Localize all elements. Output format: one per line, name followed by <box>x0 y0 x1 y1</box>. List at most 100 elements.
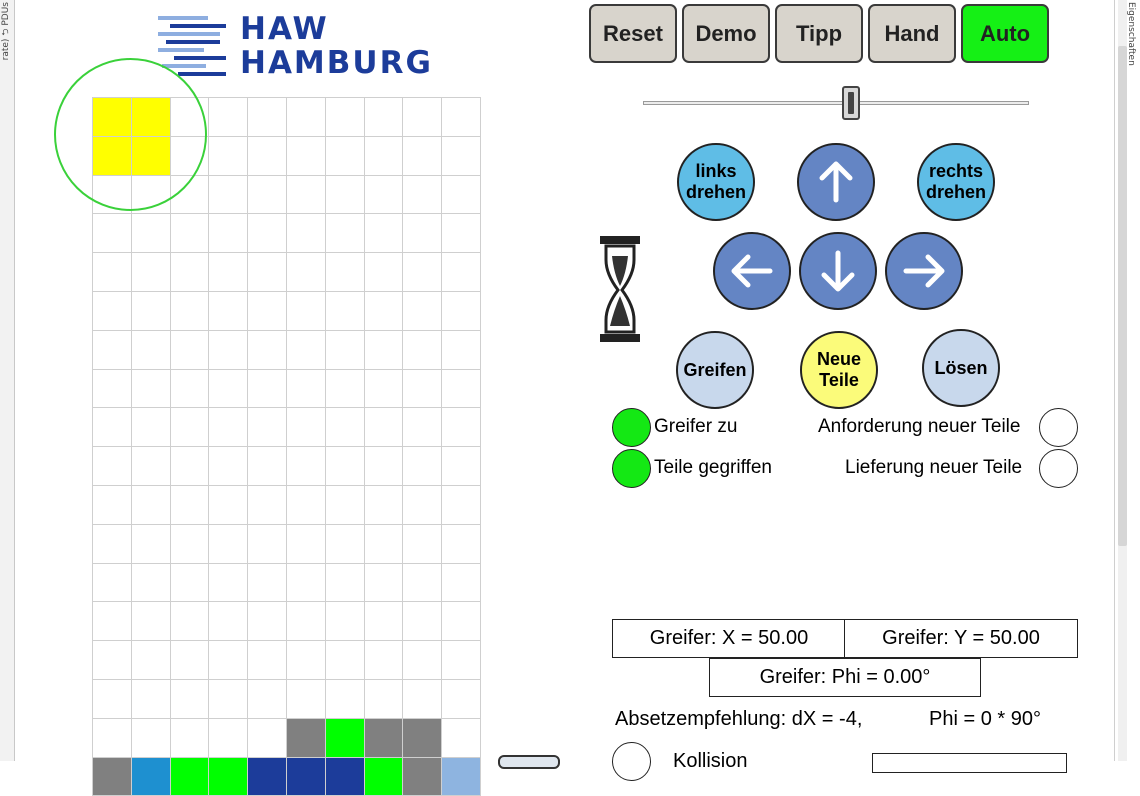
grid-cell <box>441 562 481 603</box>
grid-cell <box>363 407 404 448</box>
gripper-closed-indicator <box>612 408 651 447</box>
grid-cell <box>363 174 404 215</box>
grid-cell <box>363 97 404 137</box>
grid-cell <box>92 291 132 331</box>
grid-cell <box>441 135 481 176</box>
slider-thumb-grip <box>848 92 855 114</box>
grid-cell <box>363 640 404 680</box>
grid-cell <box>169 446 210 486</box>
tipp-button[interactable]: Tipp <box>775 4 863 63</box>
gripper-focus-ring <box>54 58 207 211</box>
grid-cell <box>402 679 443 719</box>
grid-cell <box>247 97 287 137</box>
grid-cell <box>92 756 132 796</box>
grid-cell <box>441 717 481 758</box>
grid-cell <box>363 329 404 370</box>
grid-cell <box>247 174 287 215</box>
hand-button[interactable]: Hand <box>868 4 956 63</box>
new-parts-button[interactable]: Neue Teile <box>800 331 878 409</box>
grid-cell <box>208 679 249 719</box>
grid-cell <box>247 135 287 176</box>
move-down-button[interactable] <box>799 232 877 310</box>
gripper-closed-label: Greifer zu <box>654 416 738 437</box>
grid-cell <box>247 523 287 564</box>
grid-cell <box>324 562 365 603</box>
grid-cell <box>324 717 365 758</box>
gripper-phi-readout: Greifer: Phi = 0.00° <box>709 658 981 697</box>
grid-cell <box>441 252 481 292</box>
grid-cell <box>169 562 210 603</box>
grid-cell <box>208 756 249 796</box>
grid-cell <box>169 523 210 564</box>
grid-cell <box>441 213 481 254</box>
move-up-button[interactable] <box>797 143 875 221</box>
grid-cell <box>208 523 249 564</box>
grid-cell <box>130 523 171 564</box>
move-right-button[interactable] <box>885 232 963 310</box>
move-left-button[interactable] <box>713 232 791 310</box>
release-button[interactable]: Lösen <box>922 329 1000 407</box>
grid-cell <box>441 679 481 719</box>
scrollbar-thumb[interactable] <box>1118 46 1127 546</box>
grid-cell <box>169 640 210 680</box>
grid-cell <box>363 368 404 409</box>
logo-wordmark: HAW HAMBURG <box>240 12 433 80</box>
rotate-right-button[interactable]: rechts drehen <box>917 143 995 221</box>
logo-stripe <box>170 24 226 28</box>
auto-button[interactable]: Auto <box>961 4 1049 63</box>
grid-cell <box>208 291 249 331</box>
grid-cell <box>363 291 404 331</box>
grid-cell <box>363 601 404 642</box>
grid-cell <box>130 756 171 796</box>
grid-cell <box>208 213 249 254</box>
grid-cell <box>247 679 287 719</box>
grid-cell <box>92 252 132 292</box>
demo-button[interactable]: Demo <box>682 4 770 63</box>
grid-cell <box>130 252 171 292</box>
grid-cell <box>324 679 365 719</box>
grid-cell <box>92 601 132 642</box>
grid-cell <box>286 329 326 370</box>
grid-cell <box>324 485 365 525</box>
grid-cell <box>92 640 132 680</box>
rotate-left-button[interactable]: links drehen <box>677 143 755 221</box>
grid-cell <box>247 601 287 642</box>
grid-cell <box>441 174 481 215</box>
grid-cell <box>169 485 210 525</box>
collision-label: Kollision <box>673 750 748 772</box>
grid-cell <box>402 213 443 254</box>
grid-cell <box>208 252 249 292</box>
bottom-small-button[interactable] <box>498 755 560 769</box>
grid-cell <box>402 174 443 215</box>
grid-cell <box>402 252 443 292</box>
grid-cell <box>286 640 326 680</box>
grid-cell <box>441 485 481 525</box>
parts-gripped-label: Teile gegriffen <box>654 457 772 478</box>
collision-indicator <box>612 742 651 781</box>
hourglass-icon <box>598 234 642 346</box>
grid-cell <box>169 329 210 370</box>
grid-cell <box>402 329 443 370</box>
grid-cell <box>169 717 210 758</box>
new-parts-label: Neue Teile <box>816 349 861 390</box>
grid-cell <box>130 485 171 525</box>
grid-cell <box>130 679 171 719</box>
grid-cell <box>208 97 249 137</box>
grab-button[interactable]: Greifen <box>676 331 754 409</box>
grid-cell <box>130 329 171 370</box>
speed-slider-track[interactable] <box>643 101 1029 105</box>
grid-cell <box>286 135 326 176</box>
grid-cell <box>363 485 404 525</box>
grid-cell <box>92 407 132 448</box>
logo-line-1: HAW <box>240 11 329 47</box>
reset-button[interactable]: Reset <box>589 4 677 63</box>
grid-cell <box>130 291 171 331</box>
grid-cell <box>247 640 287 680</box>
grid-cell <box>208 446 249 486</box>
status-box <box>872 753 1067 773</box>
grid-cell <box>130 213 171 254</box>
grid-cell <box>208 485 249 525</box>
grid-cell <box>130 446 171 486</box>
grid-cell <box>286 291 326 331</box>
grid-cell <box>363 252 404 292</box>
